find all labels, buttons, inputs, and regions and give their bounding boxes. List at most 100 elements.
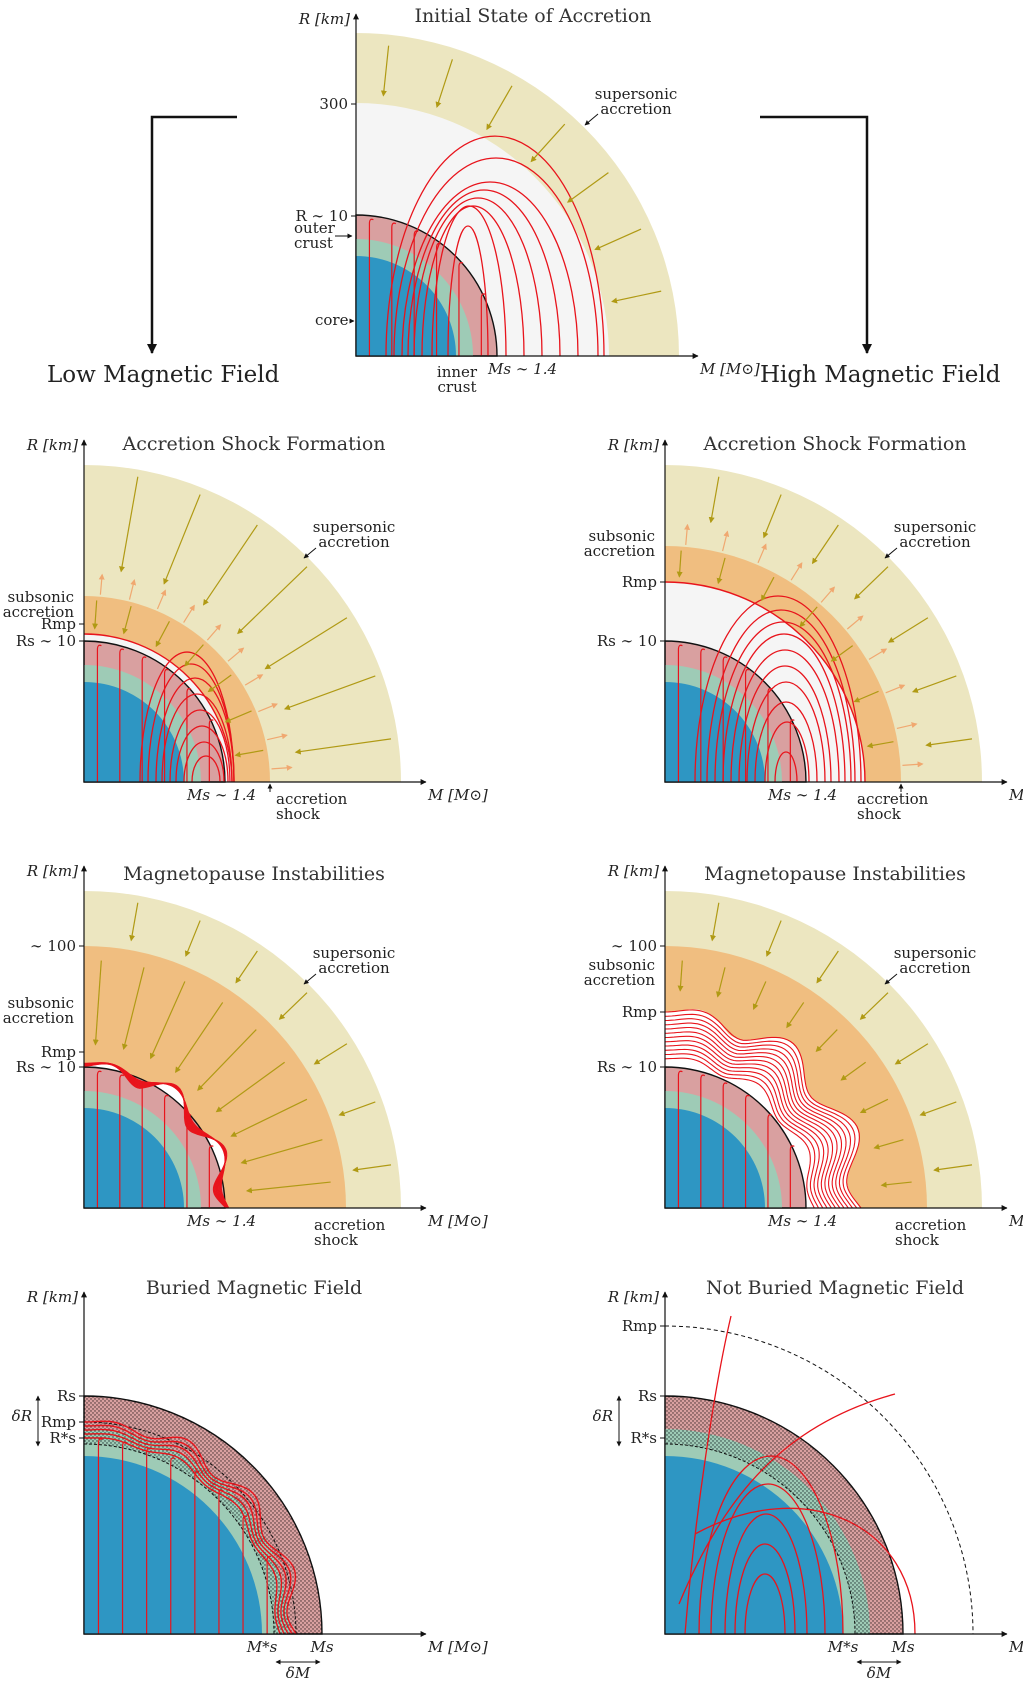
panel-instabilities-high: R [km]M [M⊙]Magnetopause Instabilities∼ … [584, 862, 1023, 1249]
subsonic-arrow-3 [184, 644, 204, 667]
subsonic-arrow-4 [761, 576, 775, 602]
ms-label: Ms ∼ 1.4 [767, 1212, 837, 1230]
subsonic-arrow-2 [859, 1098, 889, 1114]
supersonic-pointer [584, 113, 599, 126]
shock-label-line2: shock [895, 1231, 940, 1249]
subsonic-arrow-1 [224, 710, 252, 723]
subsonic-arrow-2 [230, 1098, 308, 1137]
field-loop-2 [754, 701, 818, 783]
delta-r-label: δR [12, 1407, 32, 1425]
rmp-boundary [664, 1325, 974, 1635]
field-loop-0 [447, 225, 489, 357]
outflow-arrow-8 [128, 579, 137, 600]
outflow-arrow-2 [885, 684, 906, 694]
shock-label-line2: shock [857, 805, 902, 823]
supersonic-pointer [884, 973, 898, 985]
core-label: core [315, 311, 349, 329]
tick-rmp-label: Rmp [622, 573, 657, 591]
supersonic-arrow-3 [237, 566, 308, 635]
core-field-line-3 [170, 1457, 176, 1634]
core-field-line-3 [163, 1094, 169, 1208]
supersonic-arrow-1 [283, 675, 376, 710]
panel-title: Buried Magnetic Field [146, 1277, 362, 1299]
outflow-arrow-0 [902, 761, 924, 768]
magnetopause-line [664, 581, 866, 783]
outflow-arrow-1 [896, 722, 918, 730]
core-field-line-5 [789, 719, 795, 782]
field-loop-4 [738, 665, 832, 783]
core-region [665, 1456, 843, 1634]
shock-label-line2: shock [314, 1231, 359, 1249]
core-field-line-1 [119, 648, 125, 782]
y-axis-label: R [km] [26, 436, 78, 454]
core-field-line-1 [700, 1074, 706, 1208]
x-axis-label: M [M⊙] [699, 360, 760, 378]
outflow-arrow-4 [227, 647, 245, 662]
supersonic-pointer [884, 547, 898, 559]
supersonic-label-line1: supersonic [313, 944, 396, 962]
tick-rs-label: Rs [638, 1387, 657, 1405]
core-region [84, 1456, 262, 1634]
field-loop-3 [169, 709, 231, 783]
subsonic-arrow-6 [92, 600, 99, 630]
subsonic-arrow-8 [677, 960, 684, 992]
supersonic-arrow-3 [530, 123, 566, 163]
core-field-line-5 [789, 1145, 795, 1208]
core-region [84, 682, 184, 782]
tick-rmp-label: Rmp [41, 615, 76, 633]
core-field-line-0 [97, 1438, 103, 1634]
tick-rs-label: Rs [57, 1387, 76, 1405]
ms-label: Ms ∼ 1.4 [487, 360, 557, 378]
y-axis-label: R [km] [26, 1288, 78, 1306]
panel-title: Initial State of Accretion [414, 5, 651, 27]
supersonic-arrow-6 [710, 902, 720, 942]
outflow-arrow-2 [258, 703, 278, 713]
wavy-field-line-0 [664, 1057, 815, 1209]
tick-rs-label: Rs ∼ 10 [16, 632, 76, 650]
field-loop-1 [764, 721, 810, 783]
magnetopause-line [83, 633, 233, 783]
outflow-arrow-5 [206, 624, 222, 641]
wavy-field-line-6 [664, 1031, 841, 1209]
supersonic-arrow-6 [708, 476, 720, 524]
subsonic-arrow-4 [155, 621, 170, 648]
panel-shock-high: R [km]M [M⊙]Accretion Shock FormationRs … [584, 433, 1023, 823]
supersonic-label-line2: accretion [600, 100, 672, 118]
subsonic-label-line2: accretion [584, 971, 656, 989]
subsonic-arrow-6 [752, 981, 767, 1010]
field-loop-1 [183, 741, 225, 783]
supersonic-arrow-2 [894, 1043, 929, 1065]
field-loop-6 [393, 157, 599, 357]
x-axis-label: M [M⊙] [1008, 786, 1023, 804]
subsonic-arrow-0 [245, 1181, 331, 1194]
core-field-line-5 [208, 719, 214, 782]
core-field-line-1 [391, 222, 397, 356]
ms-label: Ms ∼ 1.4 [186, 1212, 256, 1230]
wavy-field-line-10 [664, 1013, 858, 1209]
core-field-line-0 [368, 218, 374, 356]
ms-label: Ms [309, 1638, 333, 1656]
field-loop-3 [746, 681, 826, 783]
core-field-line-0 [677, 1070, 683, 1208]
low-field-label: Low Magnetic Field [47, 362, 280, 388]
outflow-arrow-6 [790, 562, 803, 581]
subsonic-arrow-1 [873, 1139, 904, 1150]
field-loop-6 [147, 663, 235, 783]
wavy-field-line-5 [665, 1035, 836, 1209]
x-axis-label: M [M⊙] [1008, 1638, 1023, 1656]
supersonic-arrow-1 [911, 675, 957, 693]
subsonic-label-line2: accretion [3, 1009, 75, 1027]
inner-crust-label-line1: inner [437, 363, 478, 381]
outflow-arrow-9 [98, 573, 105, 595]
field-loop-5 [155, 677, 235, 783]
delta-m-label: δM [867, 1664, 892, 1681]
supersonic-arrow-0 [611, 290, 662, 304]
core-field-line-4 [767, 1114, 773, 1208]
wavy-field-line-3 [665, 1044, 828, 1209]
core-field-line-1 [119, 1074, 125, 1208]
core-field-line-3 [163, 668, 169, 782]
rs-star-boundary [83, 1443, 275, 1635]
wavy-field-line-7 [664, 1026, 845, 1209]
high-field-label: High Magnetic Field [760, 362, 1001, 388]
core-field-line-0 [677, 644, 683, 782]
